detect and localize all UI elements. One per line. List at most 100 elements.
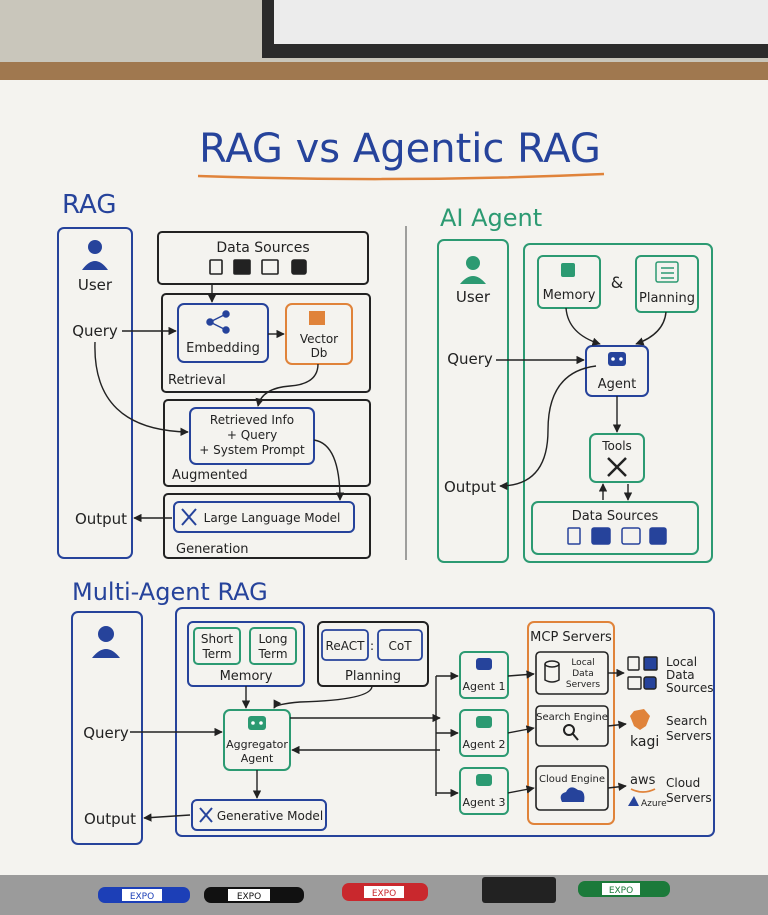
source-icons — [627, 656, 658, 690]
cot-label: CoT — [388, 639, 412, 653]
generative-model-box — [191, 799, 327, 831]
video-icon — [261, 259, 279, 275]
agent-user-column — [437, 239, 509, 563]
long-term-line-2: Term — [257, 647, 287, 661]
aggregator-line-2: Agent — [241, 752, 274, 765]
search-engine-label: Search Engine — [536, 712, 608, 723]
video-icon — [621, 527, 641, 545]
page-title: RAG vs Agentic RAG — [199, 126, 601, 172]
user-icon — [82, 240, 108, 270]
magnifier-icon — [563, 724, 579, 741]
projector-screen-surface — [274, 0, 768, 44]
multi-query-label: Query — [83, 724, 129, 742]
cloud-servers-line-1: Cloud — [666, 776, 700, 790]
agent-3-box — [459, 767, 509, 815]
short-term-box — [193, 627, 241, 665]
agent-data-sources-box — [531, 501, 699, 555]
retrieved-info-line-2: + Query — [227, 428, 277, 442]
local-sources-line-3: Sources — [666, 681, 713, 695]
rag-user-column — [57, 227, 133, 559]
multi-arrows — [130, 668, 627, 822]
rag-arrows — [94, 284, 345, 523]
network-icon — [181, 508, 197, 526]
multi-main-box — [175, 607, 715, 837]
music-icon — [291, 259, 307, 275]
data-source-icons — [567, 527, 667, 545]
data-source-icons — [209, 259, 307, 275]
agent-user-label: User — [456, 288, 491, 306]
retrieval-stage-box — [161, 293, 371, 393]
checklist-icon — [655, 261, 679, 283]
whiteboard — [0, 80, 768, 875]
agent-nodes: Agent 1 Agent 2 Agent 3 — [459, 651, 509, 815]
music-icon — [643, 676, 657, 690]
local-sources-line-2: Data — [666, 668, 695, 682]
marker-label: EXPO — [237, 892, 261, 902]
azure-icon — [628, 796, 639, 806]
robot-icon — [248, 716, 266, 730]
short-term-line-2: Term — [201, 647, 231, 661]
document-icon — [209, 259, 223, 275]
generation-label: Generation — [176, 542, 249, 557]
rag-heading: RAG — [62, 190, 117, 220]
rag-data-sources-label: Data Sources — [216, 240, 309, 256]
rag-data-sources-box — [157, 231, 369, 285]
local-data-servers-line-2: Data — [572, 669, 594, 679]
multi-output-label: Output — [84, 810, 136, 828]
planning-separator: : — [370, 639, 374, 653]
memory-box — [537, 255, 601, 309]
local-data-servers-line-3: Servers — [566, 680, 601, 690]
ampersand: & — [611, 273, 623, 292]
chip-icon — [561, 263, 575, 277]
short-term-line-1: Short — [201, 632, 233, 646]
document-icon — [627, 656, 640, 671]
cloud-engine-label: Cloud Engine — [539, 774, 605, 785]
markers: EXPO EXPO EXPO EXPO — [98, 877, 670, 903]
tools-box — [589, 433, 645, 483]
marker-label: EXPO — [609, 886, 633, 896]
external-sources: Local Data Sources kagi Search Servers a… — [627, 655, 713, 809]
planning-group-box — [317, 621, 429, 687]
retrieved-info-line-1: Retrieved Info — [210, 413, 294, 427]
cot-box — [377, 629, 423, 661]
cloud-icon — [560, 787, 585, 802]
network-icon — [199, 807, 213, 823]
agent-3-label: Agent 3 — [462, 796, 505, 809]
eraser — [482, 877, 556, 903]
robot-icon — [608, 352, 626, 366]
agent-query-label: Query — [447, 350, 493, 368]
generative-model-label: Generative Model — [217, 809, 323, 823]
agent-arrows — [496, 307, 667, 501]
share-icon — [206, 310, 230, 334]
agent-label: Agent — [598, 377, 636, 392]
rag-user-label: User — [78, 276, 113, 294]
music-icon — [649, 527, 667, 545]
embedding-label: Embedding — [186, 341, 260, 356]
generation-stage-box — [163, 493, 371, 559]
aws-label: aws — [630, 773, 656, 788]
vector-db-label-1: Vector — [300, 332, 338, 346]
database-icon — [544, 660, 560, 683]
memory-group-label: Memory — [220, 669, 273, 684]
tools-label: Tools — [601, 439, 632, 453]
aws-smile-icon — [630, 788, 656, 793]
agent-main-box — [523, 243, 713, 563]
planning-box — [635, 255, 699, 313]
long-term-box — [249, 627, 297, 665]
agent-2-label: Agent 2 — [462, 738, 505, 751]
image-icon — [643, 656, 658, 671]
retrieved-info-line-3: + System Prompt — [199, 443, 305, 457]
augmented-stage-box — [163, 399, 371, 487]
image-icon — [591, 527, 611, 545]
search-servers-line-2: Servers — [666, 729, 712, 743]
memory-label: Memory — [543, 288, 596, 303]
robot-icon — [476, 658, 492, 670]
vector-db-box — [285, 303, 353, 365]
title-underline — [197, 172, 605, 181]
agent-heading: AI Agent — [440, 204, 542, 232]
mcp-servers-title: MCP Servers — [530, 630, 612, 645]
robot-icon — [476, 774, 492, 786]
augmented-label: Augmented — [172, 468, 248, 483]
llm-label: Large Language Model — [204, 511, 341, 525]
